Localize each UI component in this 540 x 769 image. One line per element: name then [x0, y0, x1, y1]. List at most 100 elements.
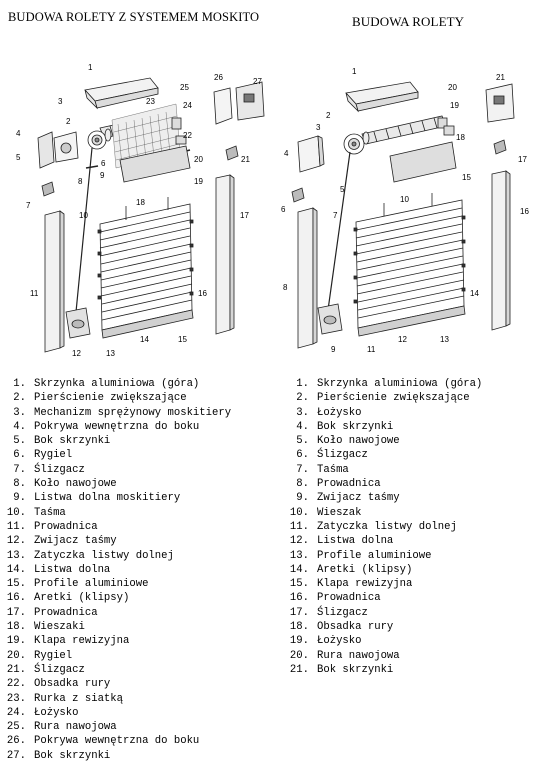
right-label: 16: [520, 207, 529, 216]
legend-item: 16.Aretki (klipsy): [2, 591, 231, 605]
legend-item-text: Ślizgacz: [34, 463, 85, 476]
right-label: 19: [450, 101, 459, 110]
legend-item-text: Prowadnica: [317, 478, 381, 491]
left-label: 19: [194, 177, 203, 186]
right-part-revision-flap: [389, 141, 457, 183]
legend-item: 17.Ślizgacz: [285, 606, 482, 620]
legend-item-text: Zwijacz taśmy: [317, 492, 400, 505]
left-part-strap-winder: [65, 307, 91, 339]
legend-item: 3.Łożysko: [285, 406, 482, 420]
legend-item-number: 4.: [296, 420, 309, 433]
legend-item-text: Zatyczka listwy dolnej: [34, 549, 174, 562]
legend-item-text: Listwa dolna moskitiery: [34, 492, 181, 505]
legend-item-number: 8.: [296, 478, 309, 491]
left-label: 21: [241, 155, 250, 164]
legend-item: 14.Listwa dolna: [2, 563, 231, 577]
left-part-side-covers: [37, 131, 79, 169]
left-part-clips: [97, 219, 194, 300]
legend-item: 25.Rura nawojowa: [2, 720, 231, 734]
legend-item: 10.Wieszak: [285, 506, 482, 520]
legend-item-number: 20.: [6, 649, 26, 662]
right-label: 2: [326, 111, 331, 120]
right-label: 4: [284, 149, 289, 158]
left-part-bearing-pieces: [171, 117, 187, 145]
left-part-bolt-6: [85, 165, 99, 169]
legend-item-text: Pokrywa wewnętrzna do boku: [34, 420, 200, 433]
legend-item-text: Skrzynka aluminiowa (góra): [317, 378, 483, 390]
legend-item: 11. Zatyczka listwy dolnej: [285, 520, 482, 534]
legend-item-number: 15.: [289, 578, 309, 591]
legend-item-number: 14.: [289, 563, 309, 576]
legend-item: 18.Obsadka rury: [285, 620, 482, 634]
legend-item-text: Aretki (klipsy): [34, 592, 130, 605]
legend-item-text: Skrzynka aluminiowa (góra): [34, 378, 200, 390]
left-label: 14: [140, 335, 149, 344]
legend-item: 13.Profile aluminiowe: [285, 549, 482, 563]
legend-item-number: 17.: [289, 606, 309, 619]
legend-item: 19.Łożysko: [285, 634, 482, 648]
legend-item-text: Łożysko: [317, 406, 362, 419]
left-label: 24: [183, 101, 192, 110]
right-label: 13: [440, 335, 449, 344]
legend-item-number: 4.: [13, 420, 26, 433]
legend-item-number: 6.: [13, 449, 26, 462]
legend-item-number: 18.: [289, 621, 309, 634]
legend-item-number: 23.: [6, 692, 26, 705]
legend-item-text: Bok skrzynki: [34, 749, 111, 762]
legend-item: 17.Prowadnica: [2, 606, 231, 620]
legend-item: 10.Taśma: [2, 506, 231, 520]
right-part-strap-winder: [317, 303, 343, 335]
right-part-clips: [353, 215, 466, 304]
legend-item-number: 11.: [289, 520, 309, 533]
right-part-bottom-rail: [357, 305, 466, 337]
legend-item-text: Bok skrzynki: [34, 435, 111, 448]
legend-item-number: 9.: [296, 492, 309, 505]
legend-item: 2.Pierścienie zwiększające: [285, 391, 482, 405]
legend-item-number: 10.: [6, 506, 26, 519]
legend-item-number: 21.: [289, 663, 309, 676]
legend-item-text: Klapa rewizyjna: [34, 635, 130, 648]
legend-item-text: Koło nawojowe: [317, 435, 400, 448]
legend-item-text: Rura nawojowa: [34, 721, 117, 734]
legend-item-text: Koło nawojowe: [34, 478, 117, 491]
legend-item: 11.Prowadnica: [2, 520, 231, 534]
legend-item-text: Profile aluminiowe: [34, 578, 149, 591]
right-part-slider-6: [291, 187, 305, 203]
legend-item: 20.Rura nawojowa: [285, 649, 482, 663]
legend-item-number: 5.: [13, 435, 26, 448]
legend-item-number: 10.: [289, 506, 309, 519]
left-part-revision-flap: [119, 145, 191, 183]
legend-item: 7.Ślizgacz: [2, 463, 231, 477]
left-label: 9: [100, 171, 105, 180]
legend-item: 3.Mechanizm sprężynowy moskitiery: [2, 406, 231, 420]
legend-item-number: 1.: [13, 378, 26, 390]
legend-item: 13. Zatyczka listwy dolnej: [2, 549, 231, 563]
right-label: 21: [496, 73, 505, 82]
legend-item-number: 26.: [6, 735, 26, 748]
legend-item: 12.Zwijacz taśmy: [2, 534, 231, 548]
left-label: 12: [72, 349, 81, 358]
legend-item-number: 8.: [13, 478, 26, 491]
legend-item-text: Prowadnica: [317, 592, 381, 605]
legend-item-number: 6.: [296, 449, 309, 462]
right-label: 7: [333, 211, 338, 220]
left-label: 15: [178, 335, 187, 344]
right-part-side-box: [297, 135, 325, 173]
legend-item-text: Zatyczka listwy dolnej: [317, 520, 457, 533]
legend-item-number: 24.: [6, 706, 26, 719]
legend-item: 8. Koło nawojowe: [2, 477, 231, 491]
legend-item: 5.Koło nawojowe: [285, 434, 482, 448]
right-part-guide-8: [297, 207, 318, 349]
right-label: 9: [331, 345, 336, 354]
right-part-slats: [355, 199, 465, 329]
left-label: 3: [58, 97, 63, 106]
legend-item-number: 16.: [289, 592, 309, 605]
left-part-top-box: [84, 77, 159, 110]
left-part-guide-17: [215, 174, 235, 335]
left-part-hangers: [125, 197, 169, 220]
legend-item-number: 12.: [6, 535, 26, 548]
legend-item-text: Aretki (klipsy): [317, 563, 413, 576]
legend-item-text: Ślizgacz: [34, 663, 85, 676]
legend-item-number: 13.: [6, 549, 26, 562]
left-label: 20: [194, 155, 203, 164]
